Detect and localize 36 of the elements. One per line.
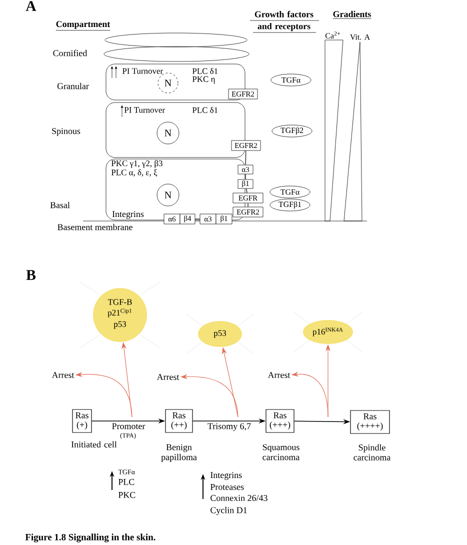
node-label: PLC δ1 xyxy=(192,68,218,74)
outcome-label: Arrest xyxy=(268,372,290,378)
ras-box: Ras (++) xyxy=(165,409,193,433)
stage-label: Benign papilloma xyxy=(161,444,197,462)
outcome-label: Arrest xyxy=(156,374,180,380)
panel-letter: B xyxy=(26,270,36,280)
compartment-label: Basement membrane xyxy=(58,224,132,230)
signal-label: Connexin 26/43 xyxy=(210,494,268,502)
ras-box: Ras (+) xyxy=(72,409,92,433)
ras-box: Ras (++++) xyxy=(350,410,390,434)
compartment-label: Basal xyxy=(50,202,70,208)
signal-label: PLC xyxy=(118,478,134,486)
signal-label: PKC xyxy=(118,492,136,498)
node-label: PI Turnover xyxy=(122,68,163,74)
figure-caption: Figure 1.8 Signalling in the skin. xyxy=(25,534,156,542)
node-label: PLC δ1 xyxy=(192,107,218,113)
column-heading: Compartment xyxy=(56,21,110,31)
ras-box: Ras (+++) xyxy=(266,409,294,433)
stage-label: Squamous carcinoma xyxy=(262,444,300,460)
edge-label: Trisomy 6,7 xyxy=(208,423,251,432)
panel-letter: A xyxy=(26,1,36,11)
compartment-label: Cornified xyxy=(53,50,88,56)
signal-label: Proteases xyxy=(210,484,244,490)
signal-label: Cyclin D1 xyxy=(210,506,247,516)
stage-label: Spindle carcinoma xyxy=(354,444,391,460)
compartment-label: Granular xyxy=(57,82,89,90)
column-heading: Gradients xyxy=(332,10,372,19)
node-label: PKC η xyxy=(192,76,215,84)
stage-label: Initiated cell xyxy=(71,441,117,448)
outcome-label: Arrest xyxy=(52,372,74,378)
integrins-label: Integrins xyxy=(112,211,144,219)
edge-label: Promoter xyxy=(112,423,146,430)
column-heading: Growth factors and receptors xyxy=(250,10,320,33)
compartment-label: Spinous xyxy=(52,128,80,136)
signal-label: Integrins xyxy=(210,472,242,480)
node-label: PI Turnover xyxy=(124,107,165,113)
